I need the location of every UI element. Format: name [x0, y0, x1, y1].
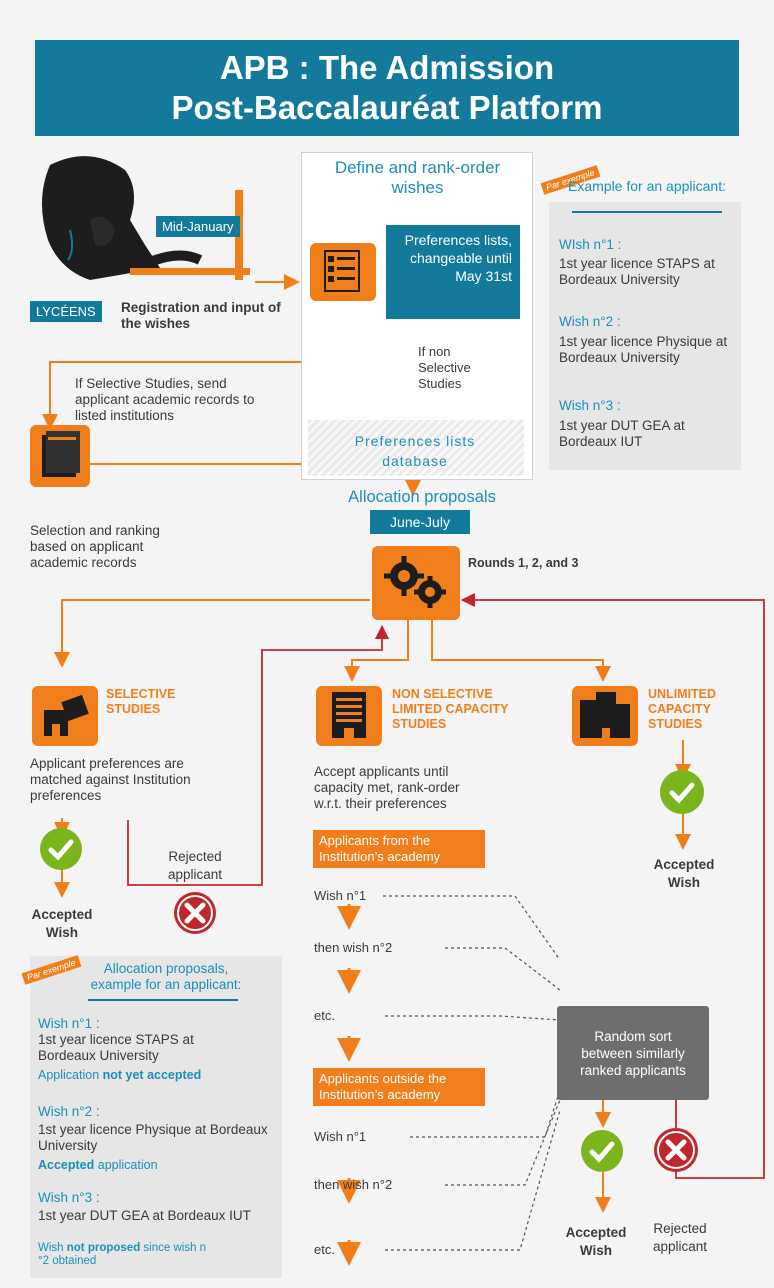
ranking-in-wish1: Wish n°1	[314, 888, 367, 903]
non-selective-studies-icon	[316, 686, 382, 746]
example1-divider	[572, 211, 722, 213]
registration-text: Registration and input of the wishes	[121, 300, 281, 331]
example1-wish1-text: 1st year licence STAPS at Bordeaux Unive…	[559, 256, 715, 287]
check-icon-unlimited	[660, 770, 704, 814]
list-icon	[310, 243, 376, 301]
dotted-connectors	[383, 895, 561, 1251]
unlimited-accepted-text: Accepted Wish	[653, 857, 715, 890]
rounds-text: Rounds 1, 2, and 3	[468, 556, 579, 570]
check-icon-random	[581, 1130, 623, 1172]
example2-wish2-text: 1st year licence Physique at Bordeaux Un…	[38, 1122, 268, 1153]
example2-wish3-text: 1st year DUT GEA at Bordeaux IUT	[38, 1208, 251, 1223]
example2-wish1-status: Application not yet accepted	[38, 1068, 202, 1082]
preferences-lists-box: Preferences lists, changeable until May …	[386, 225, 520, 319]
example-panel-2	[30, 956, 282, 1278]
example2-wish2-label: Wish n°2 :	[38, 1104, 100, 1119]
selective-studies-icon	[32, 686, 98, 746]
non-selective-studies-desc: Accept applicants until capacity met, ra…	[314, 764, 460, 811]
arrow-to-nonselective	[344, 620, 409, 682]
example2-divider	[88, 999, 238, 1001]
selective-studies-title: SELECTIVE STUDIES	[106, 687, 176, 716]
example1-wish3-label: Wish n°3 :	[559, 398, 621, 413]
academy-out-label: Applicants outside the Institution’s aca…	[313, 1068, 485, 1106]
selective-rejected-text: Rejected applicant	[167, 849, 223, 882]
cross-icon-random	[654, 1128, 698, 1172]
cross-icon-selective	[174, 892, 216, 934]
june-july-label: June-July	[370, 510, 470, 534]
example2-wish3-status: Wish not proposed since wish n °2 obtain…	[38, 1242, 207, 1267]
example-panel-1	[549, 202, 741, 470]
example2-wish1-label: Wish n°1 :	[38, 1016, 100, 1031]
example1-wish2-text: 1st year licence Physique at Bordeaux Un…	[559, 334, 728, 365]
ranking-out-wish1: Wish n°1	[314, 1129, 367, 1144]
pref-db-box	[308, 420, 524, 476]
selection-ranking-text: Selection and ranking based on applicant…	[30, 523, 160, 570]
example2-wish2-status: Accepted application	[38, 1158, 158, 1172]
ranking-out-etc: etc.	[314, 1242, 335, 1257]
arrow-to-unlimited	[431, 620, 611, 682]
title-banner: APB : The Admission Post-Baccalauréat Pl…	[35, 40, 739, 136]
arrow-to-selective	[54, 599, 370, 668]
ranking-in-etc: etc.	[314, 1008, 335, 1023]
selective-studies-desc: Applicant preferences are matched agains…	[30, 756, 191, 803]
non-selective-studies-title: NON SELECTIVE LIMITED CAPACITY STUDIES	[392, 687, 509, 731]
mid-january-label: Mid-January	[156, 216, 240, 237]
ranking-in-wish2: then wish n°2	[314, 940, 393, 955]
example2-heading: Allocation proposals, example for an app…	[90, 961, 242, 992]
random-rejected-text: Rejected applicant	[652, 1221, 708, 1254]
return-line-selective	[127, 624, 390, 886]
example1-wish3-text: 1st year DUT GEA at Bordeaux IUT	[559, 418, 685, 449]
define-wishes-title: Define and rank-order wishes	[334, 158, 501, 197]
random-sort-box: Random sort between similarly ranked app…	[557, 1006, 709, 1100]
academy-in-label: Applicants from the Institution’s academ…	[313, 830, 485, 868]
pref-db-text: Preferences lists database	[354, 433, 476, 469]
random-accepted-text: Accepted Wish	[565, 1225, 627, 1258]
if-selective-text: If Selective Studies, send applicant aca…	[75, 376, 255, 423]
unlimited-studies-title: UNLIMITED CAPACITY STUDIES	[648, 687, 717, 731]
lyceens-label: LYCÉENS	[30, 301, 102, 322]
selective-accepted-text: Accepted Wish	[31, 907, 93, 940]
check-icon-selective	[40, 828, 82, 870]
allocation-proposals-title: Allocation proposals	[348, 488, 496, 506]
example2-wish3-label: Wish n°3 :	[38, 1190, 100, 1205]
title-line-2: Post-Baccalauréat Platform	[171, 89, 603, 126]
unlimited-studies-icon	[572, 686, 638, 746]
books-icon	[30, 425, 90, 487]
title-line-1: APB : The Admission	[219, 49, 555, 86]
example2-wish1-text: 1st year licence STAPS at Bordeaux Unive…	[38, 1032, 194, 1063]
example1-wish2-label: Wish n°2 :	[559, 314, 621, 329]
ranking-out-wish2: then wish n°2	[314, 1177, 393, 1192]
example1-heading: Example for an applicant:	[568, 178, 726, 194]
if-non-selective-text: If non Selective Studies	[418, 344, 471, 391]
example1-wish1-label: WIsh n°1 :	[559, 237, 622, 252]
gears-icon	[372, 546, 460, 620]
